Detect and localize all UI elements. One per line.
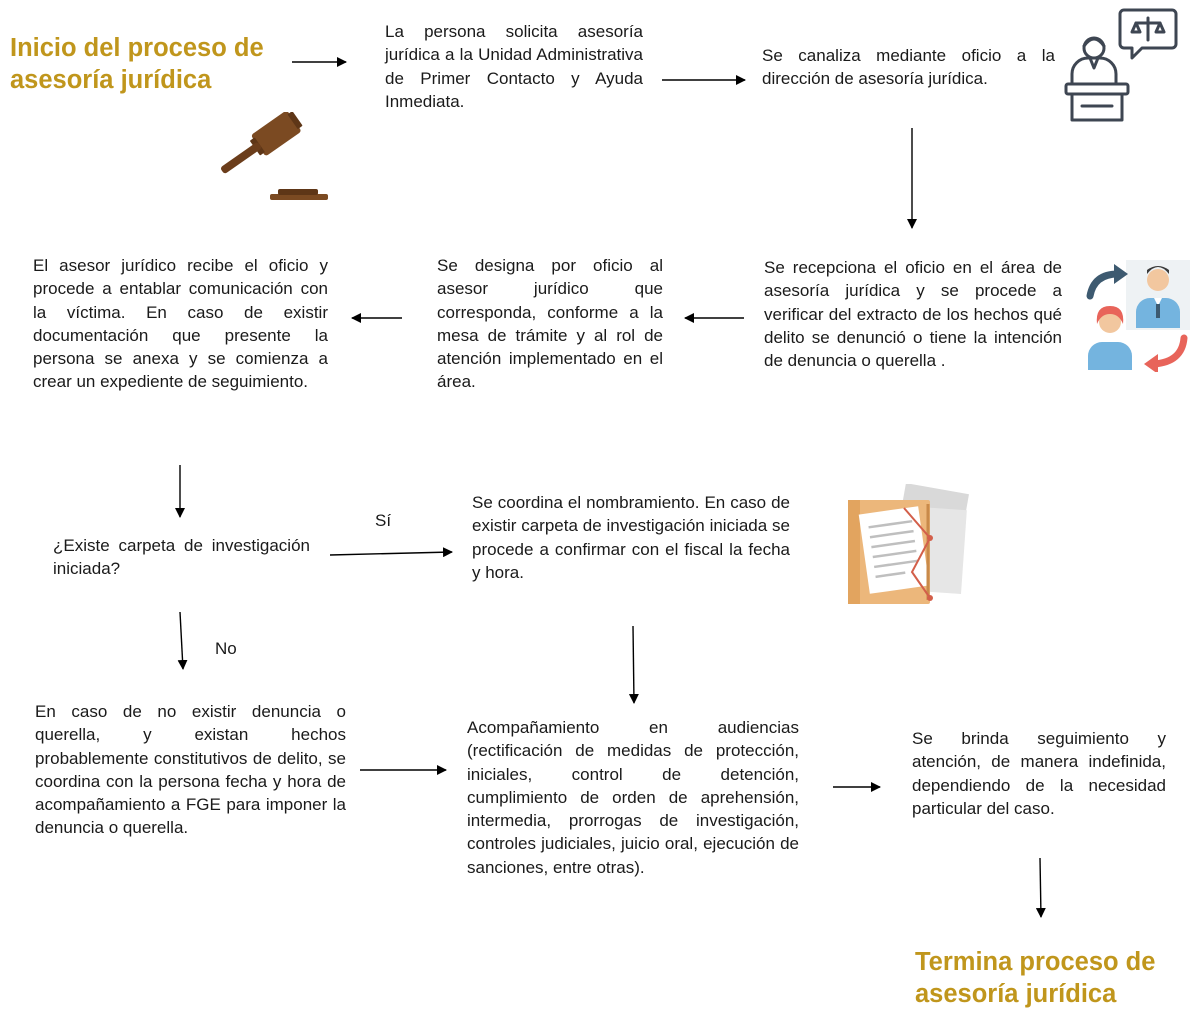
decision-investigation-exists: ¿Existe carpeta de investigación iniciad… bbox=[53, 536, 310, 579]
step-receive-letter: Se recepciona el oficio en el área de as… bbox=[764, 258, 1062, 371]
end-title: Termina proceso de asesoría jurídica bbox=[915, 948, 1156, 1008]
no-branch-label: No bbox=[215, 639, 237, 658]
arrow-decision-yes bbox=[329, 547, 453, 558]
step-no-file-complaint: En caso de no existir denuncia o querell… bbox=[35, 702, 346, 838]
step-yes-coordinate-appointment: Se coordina el nombramiento. En caso de … bbox=[472, 493, 790, 582]
step-channel-by-letter: Se canaliza mediante oficio a la direcci… bbox=[762, 46, 1055, 89]
arrow-decision-no bbox=[177, 611, 188, 670]
gavel-icon bbox=[221, 112, 328, 200]
step-advisor-contacts-victim: El asesor jurídico recibe el oficio y pr… bbox=[33, 256, 328, 392]
step-follow-up: Se brinda seguimiento y atención, de man… bbox=[912, 729, 1166, 818]
step-hearings-accompaniment: Acompañamiento en audiencias (rectificac… bbox=[467, 718, 799, 877]
step-assign-advisor: Se designa por oficio al asesor jurídico… bbox=[437, 256, 663, 392]
yes-branch-label: Sí bbox=[375, 511, 392, 530]
arrow-followup-to-end bbox=[1035, 857, 1046, 918]
step-request-advice: La persona solicita asesoría jurídica a … bbox=[385, 22, 643, 111]
start-title: Inicio del proceso de asesoría jurídica bbox=[10, 34, 264, 94]
arrow-yes-to-hearings bbox=[628, 625, 639, 704]
judge-podium-icon bbox=[1064, 8, 1178, 122]
documents-folder-icon bbox=[848, 484, 969, 604]
people-exchange-icon bbox=[1086, 260, 1190, 372]
